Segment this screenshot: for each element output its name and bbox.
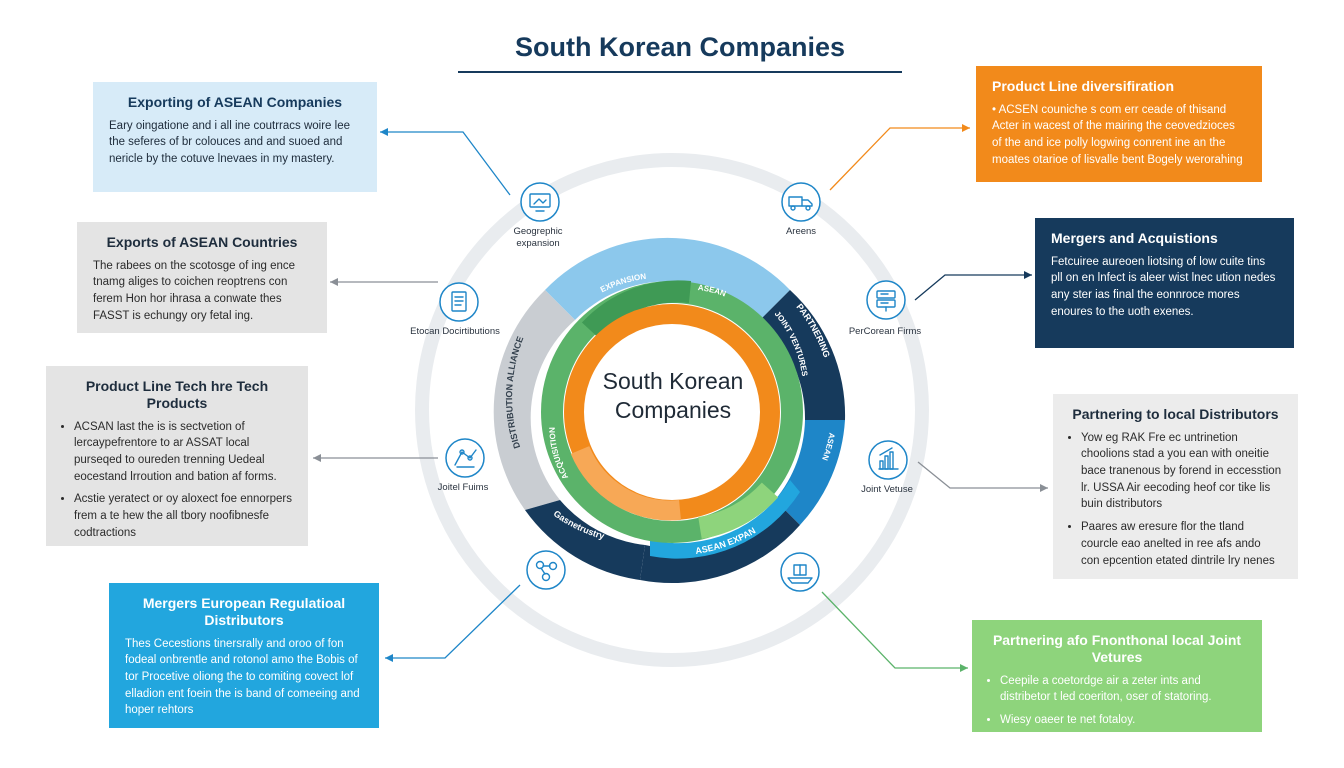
icon-label-geographic-expansion: Geogrephic expansion <box>513 226 563 249</box>
outer-ring-cyan-band <box>650 480 800 559</box>
icon-label-korean-firms: PerCorean Firms <box>848 326 922 337</box>
document-icon <box>451 291 467 312</box>
icon-circle-handshake <box>445 438 485 478</box>
box-title: Exporting of ASEAN Companies <box>127 94 343 110</box>
box-title: Mergers European Regulatioal Distributor… <box>142 595 346 628</box>
connector-right4 <box>821 591 968 669</box>
box-title: Partnering to local Distributors <box>1072 406 1279 422</box>
connector-right3 <box>917 461 1048 489</box>
box-body: Fetcuiree aureoen liotsing of low cuite … <box>1051 255 1276 318</box>
connector-left3-arrow <box>313 454 321 462</box>
box-bullets: Ceepile a coetordge air a zeter ints and… <box>988 673 1246 729</box>
page-title: South Korean Companies <box>514 32 846 62</box>
icon-label-joint-firms: Joitel Fuims <box>437 482 489 493</box>
outer-ring-top-segment <box>545 237 790 320</box>
box-partnering-local-distributors: Partnering to local Distributors Yow eg … <box>1053 394 1298 579</box>
server-icon <box>876 290 896 312</box>
outer-ring-right-segment <box>760 290 846 420</box>
box-product-line-diversification: Product Line diversifiration • ACSEN cou… <box>976 66 1262 182</box>
orange-ring <box>564 304 780 521</box>
handshake-icon <box>454 449 477 468</box>
outer-ring-left-segment <box>493 290 575 510</box>
connector-left4-arrow <box>385 654 393 662</box>
bar-chart-icon <box>878 447 899 470</box>
icon-circle-truck <box>781 182 821 222</box>
box-partnering-joint-ventures: Partnering afo Fnonthonal local Joint Ve… <box>972 620 1262 732</box>
box-bullets: Yow eg RAK Fre ec untrinetion choolions … <box>1069 430 1282 569</box>
connector-right2-arrow <box>1024 271 1032 279</box>
title-underline <box>458 71 902 73</box>
box-exporting-asean-companies: Exporting of ASEAN Companies Eary oingat… <box>93 82 377 192</box>
green-ring-dark-arc <box>581 280 692 338</box>
icon-label-areas: Areens <box>785 226 817 237</box>
box-body: • ACSEN couniche s com err ceade of this… <box>992 103 1243 166</box>
orange-ring-light-arc <box>570 445 681 521</box>
connector-right1-arrow <box>962 124 970 132</box>
center-circle <box>586 326 758 498</box>
connectors <box>313 124 1048 672</box>
box-title: Exports of ASEAN Countries <box>106 234 298 250</box>
box-body: Eary oingatione and i all ine coutrracs … <box>109 119 350 166</box>
icon-label-distributions: Etocan Docirtibutions <box>410 326 500 337</box>
connector-right4-arrow <box>960 664 968 672</box>
center-label: South Korean Companies <box>602 368 744 423</box>
box-title: Mergers and Acquistions <box>1051 230 1218 246</box>
connector-left2-arrow <box>330 278 338 286</box>
connector-right2 <box>914 274 1032 301</box>
list-item: Yow eg RAK Fre ec untrinetion choolions … <box>1081 430 1282 513</box>
green-ring <box>541 280 803 543</box>
box-bullets: ACSAN last the is is sectvetion of lerca… <box>62 419 292 542</box>
box-mergers-acquisitions: Mergers and Acquistions Fetcuiree aureoe… <box>1035 218 1294 348</box>
connector-right3-arrow <box>1040 484 1048 492</box>
icon-circle-monitor <box>520 182 560 222</box>
box-body: Thes Cecestions tinersrally and oroo of … <box>125 637 360 717</box>
icon-label-joint-ventures: Joint Vetuse <box>861 484 913 495</box>
icon-circle-document <box>439 282 479 322</box>
list-item: Ceepile a coetordge air a zeter ints and… <box>1000 673 1246 706</box>
outer-ring <box>493 237 846 584</box>
truck-icon <box>788 196 813 211</box>
connector-left1 <box>380 131 511 196</box>
list-item: Acstie yeratect or oy aloxect foe ennorp… <box>74 491 292 541</box>
box-exports-asean-countries: Exports of ASEAN Countries The rabees on… <box>77 222 327 333</box>
network-icon <box>535 560 558 582</box>
monitor-icon <box>529 193 551 212</box>
box-product-line-tech: Product Line Tech hre Tech Products ACSA… <box>46 366 308 546</box>
box-body: The rabees on the scotosge of ing ence t… <box>93 259 296 322</box>
connector-left1-arrow <box>380 128 388 136</box>
list-item: Paares aw eresure flor the tland courcle… <box>1081 519 1282 569</box>
box-title: Partnering afo Fnonthonal local Joint Ve… <box>992 632 1242 665</box>
green-ring-light-arc <box>697 482 779 539</box>
list-item: ACSAN last the is is sectvetion of lerca… <box>74 419 292 486</box>
icon-circle-network <box>526 550 566 590</box>
box-mergers-european-regulation: Mergers European Regulatioal Distributor… <box>109 583 379 728</box>
connector-right1 <box>829 127 970 191</box>
connector-left4 <box>385 584 521 659</box>
outer-ring-bottom-left-segment <box>525 500 645 580</box>
list-item: Wiesy oaeer te net fotaloy. <box>1000 712 1246 729</box>
box-title: Product Line diversifiration <box>992 78 1175 94</box>
shipping-icon <box>787 564 813 584</box>
box-title: Product Line Tech hre Tech Products <box>85 378 269 411</box>
